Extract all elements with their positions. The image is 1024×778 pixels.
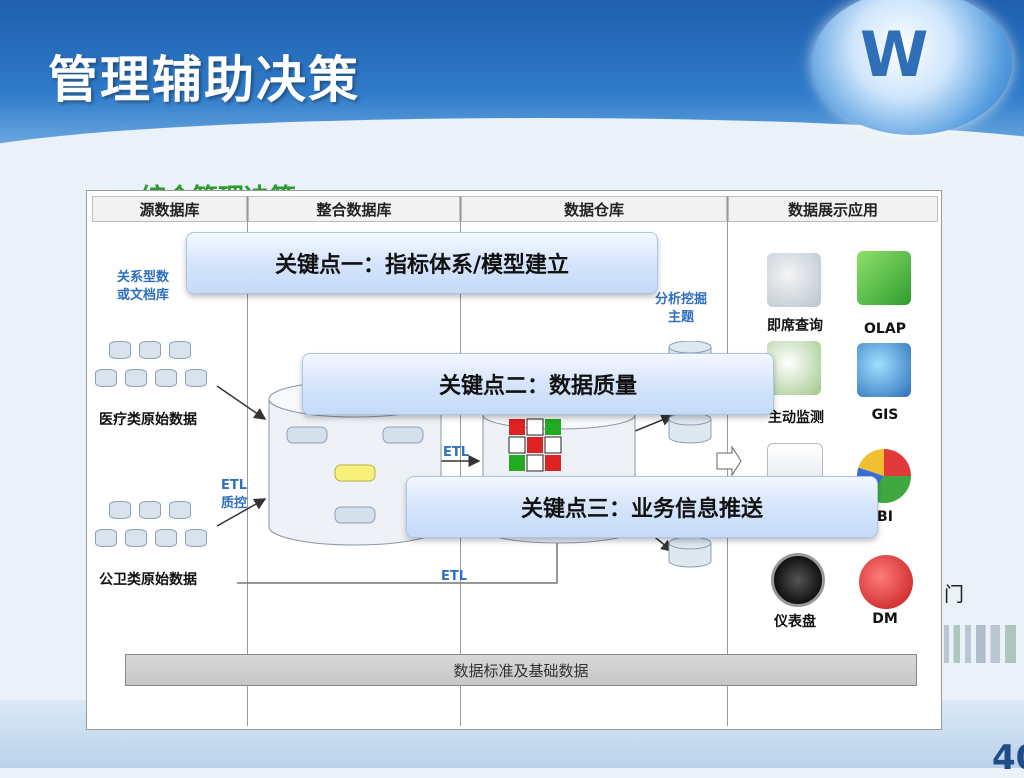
logo-letter-w: W: [860, 18, 928, 91]
callout-key-point-3: 关键点三：业务信息推送: [406, 476, 878, 538]
column-header-warehouse: 数据仓库: [461, 196, 727, 222]
speech-bubble-icon: [767, 341, 821, 395]
app-label-dashboard: 仪表盘: [774, 614, 816, 630]
column-header-integration: 整合数据库: [248, 196, 460, 222]
globe-icon: [857, 343, 911, 397]
data-standards-bar: 数据标准及基础数据: [125, 654, 917, 686]
database-cluster-icon: [95, 501, 207, 547]
mining-icon: [859, 555, 913, 609]
public-health-raw-data-label: 公卫类原始数据: [99, 572, 197, 588]
cube-icon: [857, 251, 911, 305]
rubiks-cube-icon: [508, 418, 562, 472]
column-header-apps: 数据展示应用: [728, 196, 938, 222]
callout-key-point-2: 关键点二：数据质量: [302, 353, 774, 415]
mining-topic-label: 分析挖掘 主题: [655, 292, 708, 325]
database-search-icon: [767, 253, 821, 307]
app-label-active-monitor: 主动监测: [768, 410, 824, 426]
page-title: 管理辅助决策: [48, 51, 360, 109]
medical-raw-data-label: 医疗类原始数据: [99, 412, 197, 428]
side-text-fragment: 门: [944, 582, 964, 606]
page-number: 40: [992, 738, 1024, 778]
column-divider: [247, 196, 248, 726]
relational-db-label: 关系型数 或文档库: [117, 270, 170, 303]
column-header-source: 源数据库: [92, 196, 247, 222]
city-skyline-decoration: [944, 625, 1024, 663]
app-label-dm: DM: [872, 611, 898, 627]
app-label-adhoc-query: 即席查询: [767, 318, 823, 334]
app-label-gis: GIS: [871, 407, 899, 423]
etl-label-top: ETL: [443, 445, 470, 460]
flow-arrows: [216, 385, 742, 584]
globe-logo: [812, 0, 1012, 135]
etl-qc-label: ETL 质控: [221, 478, 248, 511]
gauge-icon: [771, 553, 825, 607]
callout-key-point-1: 关键点一：指标体系/模型建立: [186, 232, 658, 294]
etl-label-bottom: ETL: [441, 569, 468, 584]
app-label-bi: BI: [877, 509, 893, 525]
app-label-olap: OLAP: [864, 321, 906, 337]
database-cluster-icon: [95, 341, 207, 387]
